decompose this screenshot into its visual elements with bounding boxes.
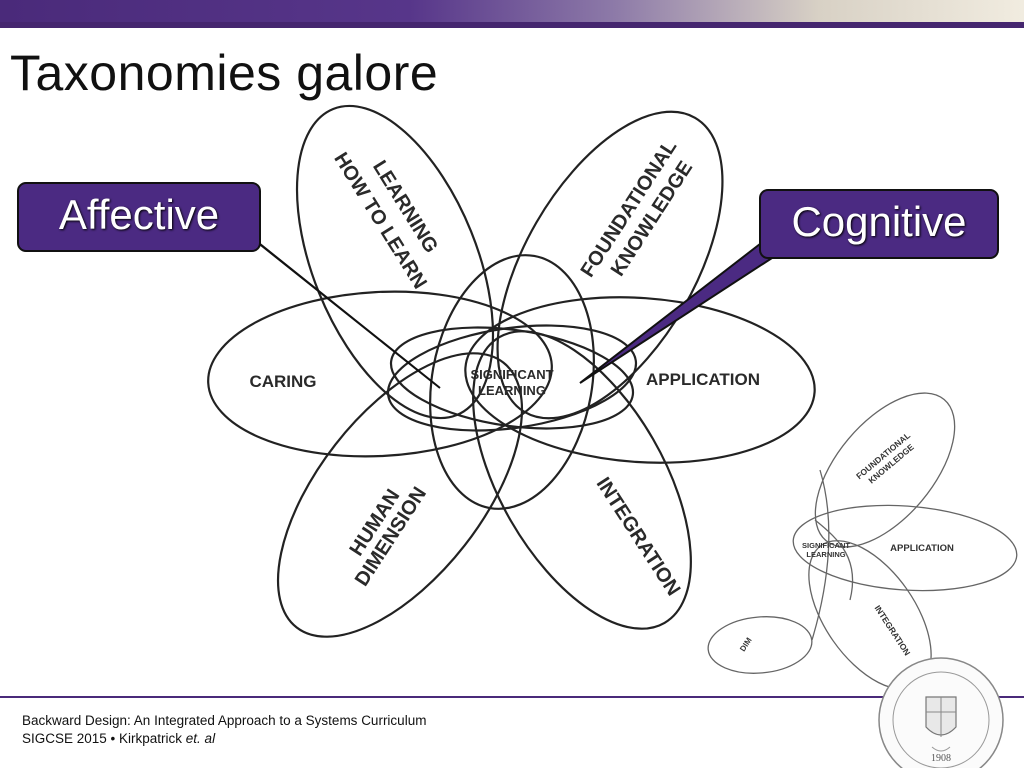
human-dimension-petal (276, 352, 524, 638)
application-label: APPLICATION (646, 370, 760, 389)
footer-line-1: Backward Design: An Integrated Approach … (22, 713, 427, 728)
center-label-line2: LEARNING (478, 383, 546, 398)
integration-petal (472, 330, 692, 630)
cognitive-callout-label: Cognitive (791, 198, 967, 245)
footer-authors: SIGCSE 2015 • Kirkpatrick (22, 731, 186, 746)
thumb-integration: INTEGRATION (873, 603, 913, 657)
affective-callout-label: Affective (58, 191, 220, 238)
footer-et-al: et. al (185, 731, 216, 746)
thumb-dim: DIM (738, 636, 754, 653)
affective-callout: Affective (18, 183, 260, 251)
affective-callout-box (17, 182, 261, 252)
thumb-significant: SIGNIFICANT (802, 541, 850, 550)
slide-title: Taxonomies galore (10, 45, 439, 101)
center-loop-b (389, 326, 635, 430)
cognitive-callout: Cognitive (760, 190, 998, 258)
integration-label: INTEGRATION (592, 474, 685, 600)
seal-year: 1908 (931, 753, 951, 764)
footer-citation: Backward Design: An Integrated Approach … (22, 712, 426, 748)
application-petal (464, 296, 816, 464)
caring-label: CARING (249, 372, 316, 391)
thumbnail-diagram (707, 392, 1018, 690)
header-rule (0, 22, 1024, 28)
center-vertical-loop (429, 254, 595, 510)
caring-petal (207, 290, 553, 458)
university-seal-logo: 1908 (876, 655, 1006, 768)
footer-rule (0, 696, 1024, 698)
thumb-application: APPLICATION (890, 543, 954, 554)
thumb-learning: LEARNING (806, 550, 845, 559)
footer-line-2: SIGCSE 2015 • Kirkpatrick et. al (22, 730, 426, 748)
cognitive-callout-box (759, 189, 999, 259)
center-label-line1: SIGNIFICANT (470, 367, 553, 382)
